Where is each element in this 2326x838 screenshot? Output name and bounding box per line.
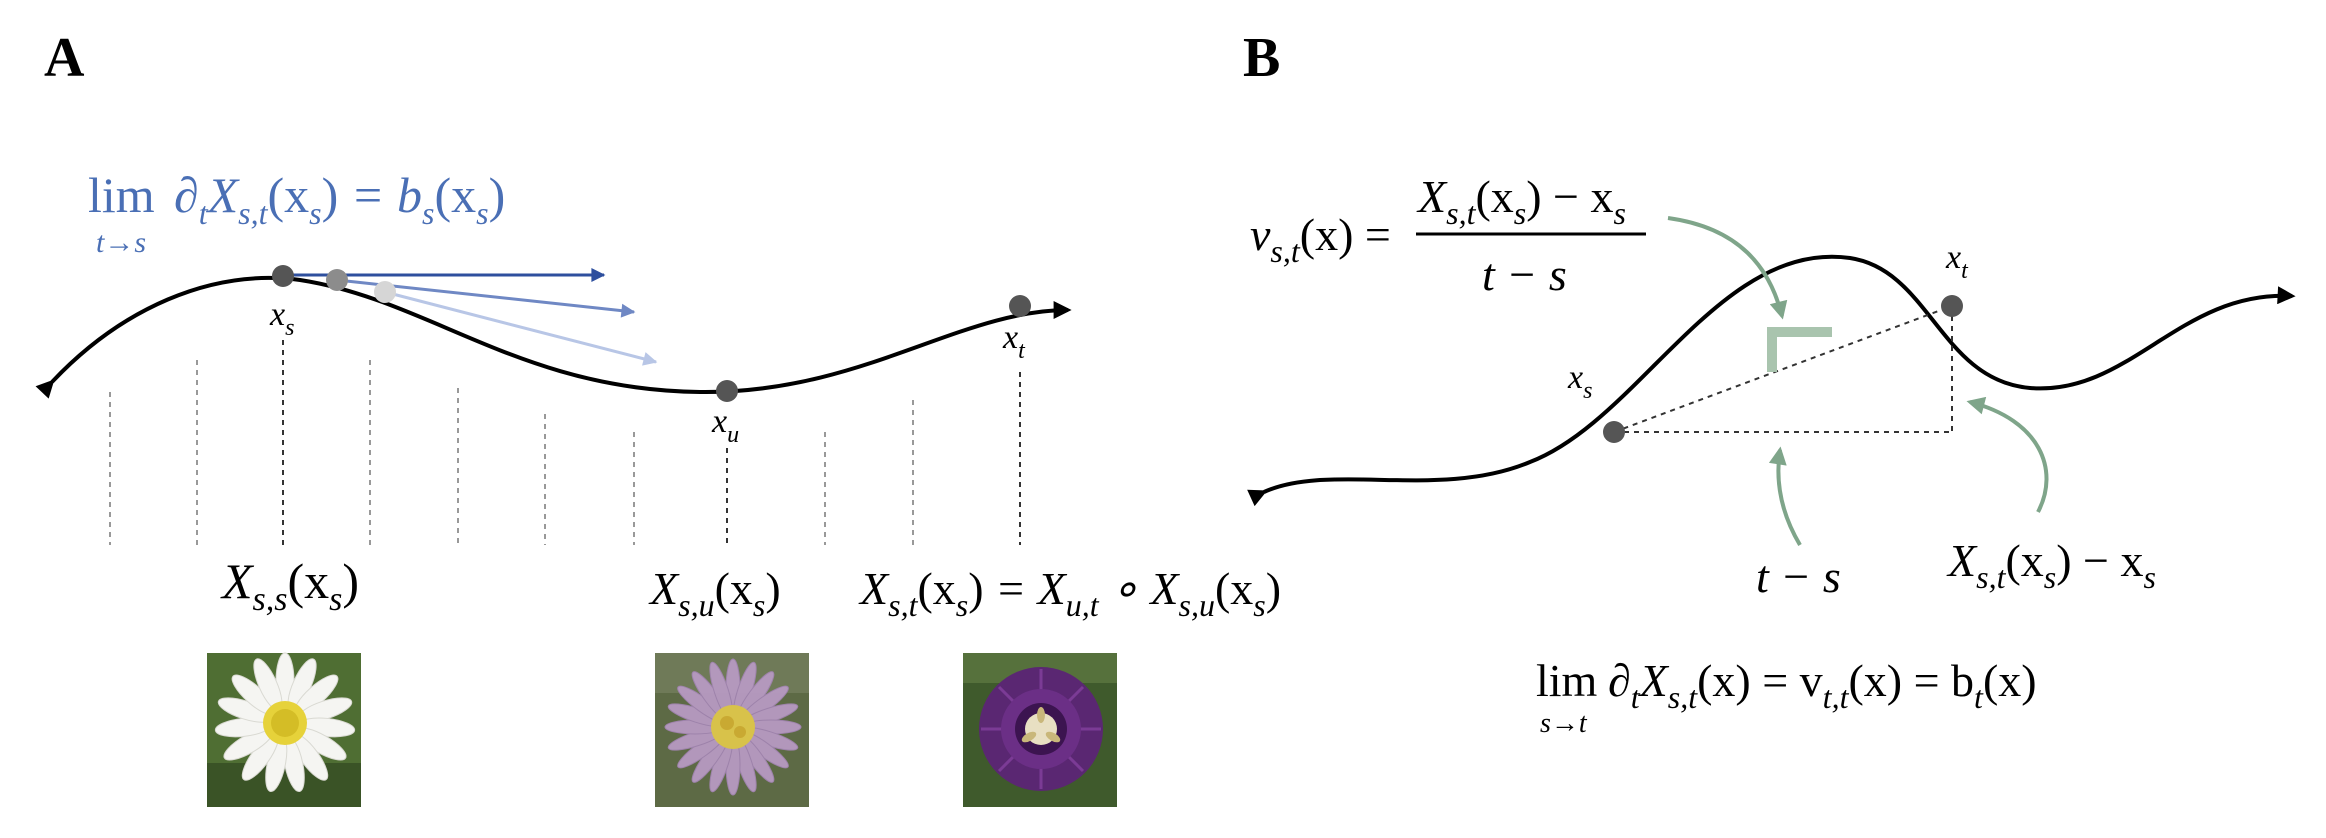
- svg-text:t − s: t − s: [1482, 249, 1567, 300]
- point-xs-a: [272, 265, 294, 287]
- flower-image-daisy: [207, 652, 361, 807]
- label-xu: xu: [711, 403, 739, 448]
- point-xt-a: [1009, 295, 1031, 317]
- label-displacement: Xs,t(xs) − xs: [1946, 535, 2156, 595]
- tangent-arrow-light: [384, 290, 658, 366]
- svg-text:Xs,t(xs) − xs: Xs,t(xs) − xs: [1416, 171, 1626, 231]
- label-xs-a: xs: [269, 296, 294, 341]
- svg-text:lim: lim: [1536, 655, 1598, 706]
- label-xs-b: xs: [1567, 359, 1592, 404]
- limit-velocity-formula: lim t→s ∂tXs,t(xs) = bs(xs): [88, 167, 505, 259]
- trajectory-curve-b: [1247, 254, 2296, 507]
- point-near-2: [374, 281, 396, 303]
- time-grid-lines: [109, 360, 914, 545]
- green-arrow-to-slope: [1667, 216, 1788, 320]
- svg-text:∂tXs,t(xs) = bs(xs): ∂tXs,t(xs) = bs(xs): [174, 167, 505, 231]
- point-near-1: [326, 269, 348, 291]
- svg-text:∂tXs,t(x) = vt,t(x) = bt(x): ∂tXs,t(x) = vt,t(x) = bt(x): [1608, 655, 2037, 715]
- flower-image-aster: [655, 653, 809, 807]
- panel-a-label: A: [44, 27, 85, 89]
- green-arrow-to-height: [1966, 396, 2049, 513]
- velocity-definition-formula: vs,t(x) = Xs,t(xs) − xs t − s: [1250, 171, 1646, 300]
- green-arrow-to-base: [1768, 446, 1802, 547]
- label-xt-b: xt: [1945, 239, 1969, 284]
- panel-b-label: B: [1243, 27, 1280, 89]
- label-Xsu: Xs,u(xs): [648, 563, 781, 623]
- limit-identity-formula: lim s→t ∂tXs,t(x) = vt,t(x) = bt(x): [1536, 655, 2037, 739]
- secant-triangle: [1613, 305, 1953, 433]
- point-xt-b: [1941, 295, 1963, 317]
- label-xt-a: xt: [1002, 319, 1026, 364]
- svg-text:s→t: s→t: [1540, 708, 1588, 739]
- svg-text:t→s: t→s: [96, 226, 146, 259]
- label-Xss: Xs,s(xs): [220, 553, 359, 618]
- svg-text:vs,t(x) =: vs,t(x) =: [1250, 209, 1391, 269]
- point-xu: [716, 380, 738, 402]
- label-t-minus-s: t − s: [1756, 551, 1841, 602]
- label-Xst-composition: Xs,t(xs) = Xu,t ∘ Xs,u(xs): [858, 563, 1281, 623]
- point-xs-b: [1603, 421, 1625, 443]
- right-angle-marker: [1767, 327, 1832, 372]
- flower-image-passionflower: [963, 653, 1117, 807]
- trajectory-curve-a: [35, 275, 1072, 399]
- marked-time-lines: [282, 340, 1021, 545]
- svg-text:lim: lim: [88, 167, 155, 223]
